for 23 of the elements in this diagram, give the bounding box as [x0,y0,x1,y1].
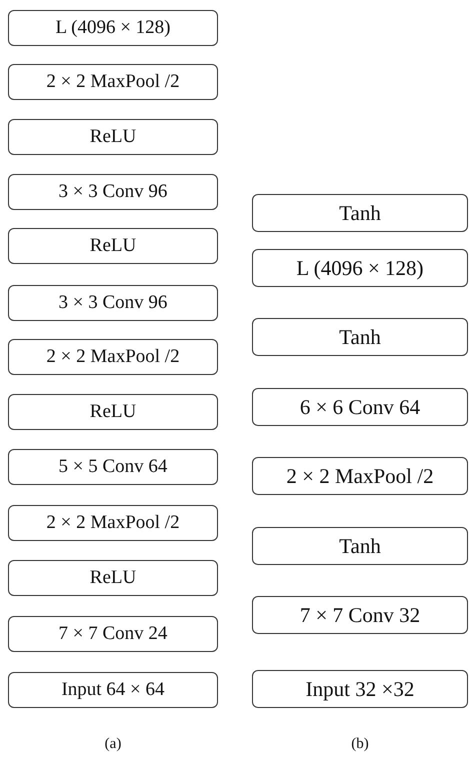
layer-box: Tanh [252,318,468,356]
layer-box: 3 × 3 Conv 96 [8,174,218,210]
layer-box: 7 × 7 Conv 24 [8,616,218,652]
layer-box: 2 × 2 MaxPool /2 [252,457,468,495]
layer-box: ReLU [8,119,218,155]
layer-box: ReLU [8,560,218,596]
layer-box: Input 32 ×32 [252,670,468,708]
layer-box: L (4096 × 128) [8,10,218,46]
panel-caption: (b) [351,736,369,753]
layer-box: ReLU [8,394,218,430]
panel-caption: (a) [104,736,122,753]
layer-box: 6 × 6 Conv 64 [252,388,468,426]
layer-box: 7 × 7 Conv 32 [252,596,468,634]
layer-box: 3 × 3 Conv 96 [8,285,218,321]
layer-box: 2 × 2 MaxPool /2 [8,339,218,375]
layer-box: Tanh [252,527,468,565]
layer-box: Input 64 × 64 [8,672,218,708]
layer-box: 5 × 5 Conv 64 [8,449,218,485]
layer-box: 2 × 2 MaxPool /2 [8,64,218,100]
layer-box: ReLU [8,228,218,264]
layer-box: Tanh [252,194,468,232]
layer-box: L (4096 × 128) [252,249,468,287]
layer-box: 2 × 2 MaxPool /2 [8,505,218,541]
